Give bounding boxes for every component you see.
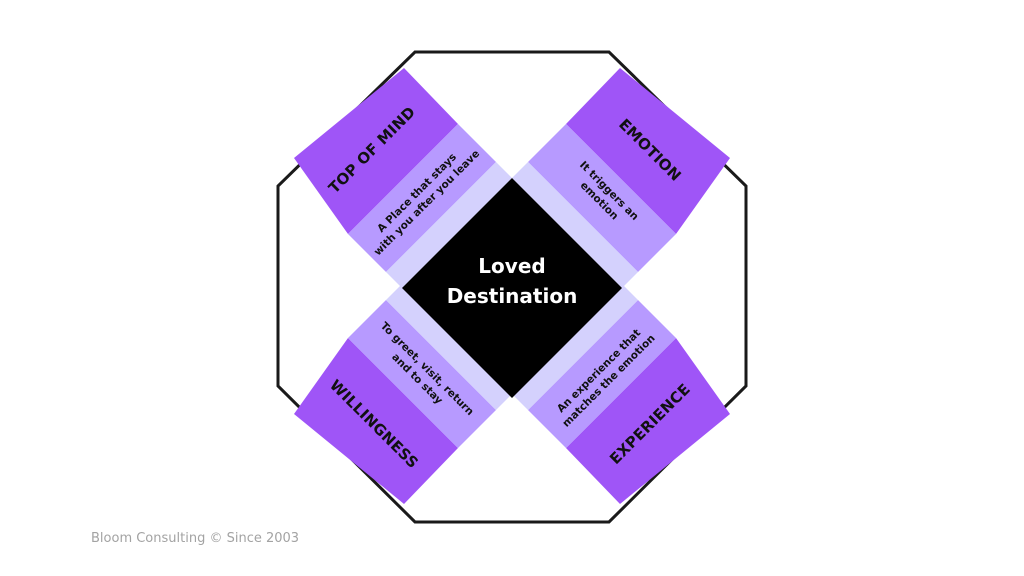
experience-desc-band [528, 300, 676, 448]
experience-inner-band [512, 284, 638, 410]
top-of-mind-inner-band [386, 162, 512, 288]
emotion-desc-band [528, 124, 676, 272]
quadrant-top-of-mind [294, 68, 512, 288]
emotion-inner-band [512, 162, 638, 288]
top-of-mind-desc-band [348, 124, 496, 272]
center-label-line1: Loved [478, 254, 546, 278]
experience-title-band [566, 338, 730, 504]
footer-credit: Bloom Consulting © Since 2003 [91, 531, 300, 546]
top-of-mind-title-band [294, 68, 458, 234]
quadrant-willingness [294, 284, 512, 504]
willingness-desc-band [348, 300, 496, 448]
willingness-title-band [294, 338, 458, 504]
center-label-line2: Destination [446, 284, 578, 308]
willingness-inner-band [386, 284, 512, 410]
center-diamond [402, 178, 622, 398]
quadrant-emotion [512, 68, 730, 288]
emotion-title-band [566, 68, 730, 234]
quadrant-experience [512, 284, 730, 504]
center-label: Loved Destination [447, 251, 578, 311]
